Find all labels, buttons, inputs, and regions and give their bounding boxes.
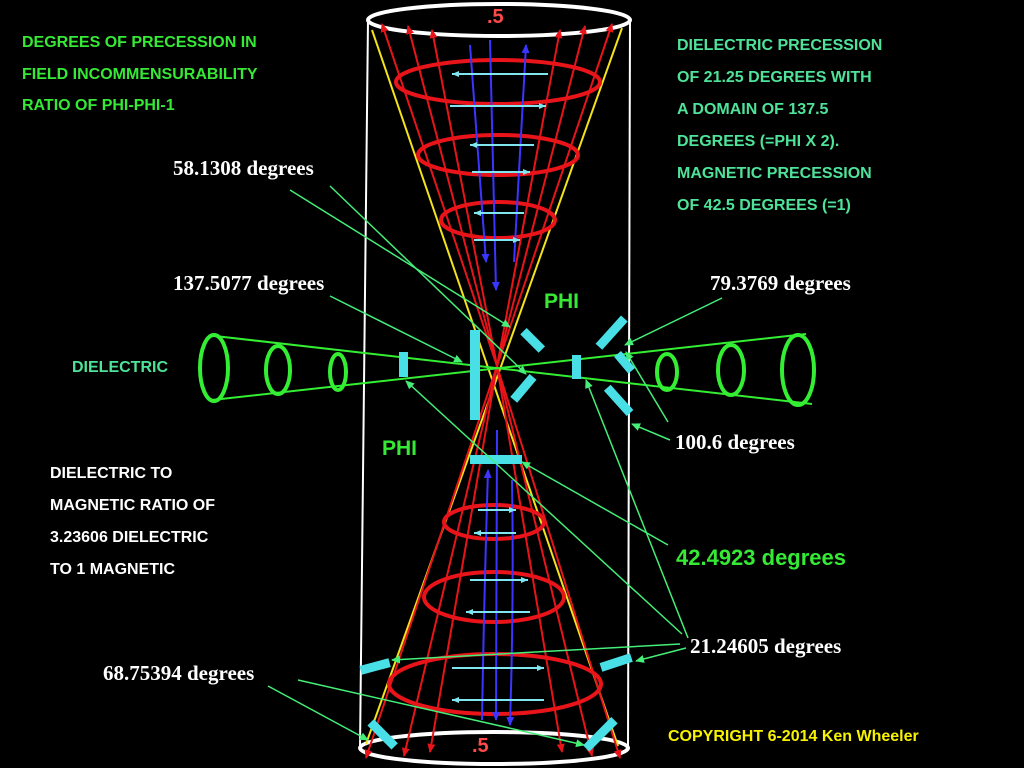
blue-arrow	[469, 44, 490, 263]
red-ring	[422, 570, 566, 624]
pointer-79	[624, 297, 723, 346]
copyright-text: COPYRIGHT 6-2014 Ken Wheeler	[668, 728, 919, 745]
red-line	[496, 23, 614, 367]
angle-label-137: 137.5077 degrees	[173, 271, 325, 295]
blue-arrow	[489, 39, 500, 291]
marker-bar	[595, 315, 628, 350]
pointer-100-a	[625, 351, 669, 423]
red-line	[406, 25, 498, 367]
red-ring	[439, 200, 557, 240]
blue-arrow	[513, 44, 530, 263]
ratio-line: TO 1 MAGNETIC	[50, 561, 176, 578]
blue-arrow	[481, 469, 492, 721]
marker-bar	[510, 373, 537, 403]
marker-bar	[614, 351, 636, 374]
pointer-21-d	[635, 647, 687, 663]
title-line: RATIO OF PHI-PHI-1	[22, 97, 175, 114]
marker-bar	[583, 717, 618, 752]
red-line	[496, 365, 594, 757]
red-ring	[442, 503, 546, 541]
title-block: DEGREES OF PRECESSION IN FIELD INCOMMENS…	[22, 27, 258, 122]
ratio-block: DIELECTRIC TO MAGNETIC RATIO OF 3.23606 …	[50, 458, 215, 586]
phi-upper-label: PHI	[544, 290, 580, 313]
dielectric-ring	[264, 344, 292, 396]
dielectric-cone-line	[211, 333, 807, 401]
info-line: DIELECTRIC PRECESSION	[677, 37, 883, 54]
red-line	[401, 365, 498, 757]
marker-bar	[599, 653, 633, 672]
red-line	[364, 365, 498, 759]
marker-bar	[603, 384, 634, 416]
angle-label-42: 42.4923 degrees	[676, 545, 847, 570]
pointer-58-a	[289, 189, 511, 328]
marker-bar	[359, 658, 391, 675]
red-line	[427, 365, 498, 753]
info-line: DEGREES (=PHI X 2).	[677, 133, 840, 150]
red-line	[496, 25, 587, 367]
marker-bar	[572, 355, 581, 379]
marker-bar	[367, 719, 398, 750]
marker-bar	[399, 352, 408, 377]
pointer-lines	[267, 185, 723, 748]
phi-lower-label: PHI	[382, 437, 418, 460]
yellow-line-1	[371, 29, 619, 747]
cyan-rotation-arrows	[450, 71, 548, 703]
pointer-100-b	[631, 423, 671, 441]
title-line: FIELD INCOMMENSURABILITY	[22, 65, 258, 83]
dielectric-field	[198, 333, 816, 407]
info-line: OF 42.5 DEGREES (=1)	[677, 197, 851, 214]
cylinder-bottom-ellipse	[358, 730, 630, 766]
ratio-line: DIELECTRIC TO	[50, 465, 173, 482]
angle-label-79: 79.3769 degrees	[710, 271, 851, 295]
angle-label-58: 58.1308 degrees	[173, 156, 314, 180]
pointer-21-a	[405, 380, 683, 635]
pointer-68-b	[297, 679, 585, 748]
dielectric-ring	[716, 343, 746, 397]
pointer-42	[521, 461, 669, 546]
red-ring	[394, 58, 602, 106]
red-line	[496, 365, 565, 753]
blue-flow-arrows	[469, 39, 530, 726]
blue-arrow	[506, 479, 515, 726]
marker-bar	[470, 330, 480, 420]
red-line	[496, 365, 622, 759]
red-field-lines	[364, 23, 622, 759]
dielectric-label: DIELECTRIC	[72, 359, 168, 376]
precession-markers	[359, 315, 636, 752]
angle-label-68: 68.75394 degrees	[103, 661, 255, 685]
angle-label-100: 100.6 degrees	[675, 430, 795, 454]
dielectric-ring	[328, 352, 348, 392]
red-line	[496, 29, 563, 367]
info-block: DIELECTRIC PRECESSION OF 21.25 DEGREES W…	[677, 30, 882, 222]
info-line: MAGNETIC PRECESSION	[677, 165, 872, 182]
dielectric-cone-line	[214, 335, 813, 405]
pointer-21-c	[391, 643, 681, 664]
blue-arrow	[492, 429, 501, 721]
pointer-58-b	[329, 185, 527, 375]
info-line: OF 21.25 DEGREES WITH	[677, 69, 872, 86]
red-ring	[416, 133, 580, 177]
red-line	[429, 29, 498, 367]
pointer-68-a	[267, 685, 369, 741]
top-half-label: .5	[487, 6, 504, 28]
marker-bar	[470, 455, 522, 464]
dielectric-ring	[198, 333, 230, 403]
title-line: DEGREES OF PRECESSION IN	[22, 34, 257, 51]
ratio-line: MAGNETIC RATIO OF	[50, 497, 216, 514]
pointer-137	[329, 295, 463, 363]
marker-bar	[520, 327, 546, 353]
red-line	[380, 23, 498, 367]
bottom-half-label: .5	[472, 735, 489, 757]
dielectric-ring	[780, 333, 816, 407]
angle-label-21: 21.24605 degrees	[690, 634, 842, 658]
pointer-21-b	[585, 379, 689, 639]
dielectric-ring	[655, 352, 679, 392]
cylinder-top-ellipse	[366, 2, 632, 38]
info-line: A DOMAIN OF 137.5	[677, 101, 829, 118]
ratio-line: 3.23606 DIELECTRIC	[50, 529, 209, 546]
